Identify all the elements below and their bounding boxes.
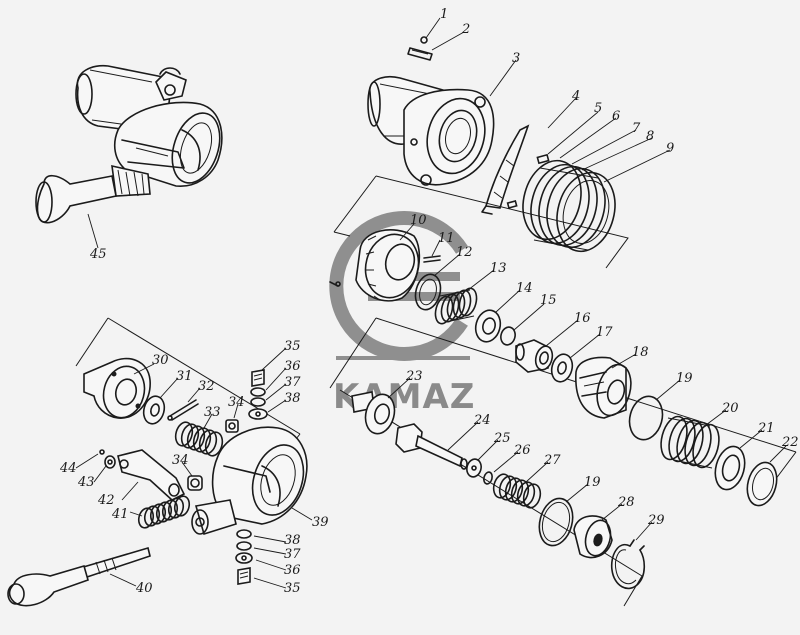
part-19-seal-ring-lower: [538, 497, 574, 547]
callout-2: 2: [461, 22, 470, 37]
part-33-spring: [174, 421, 224, 457]
part-27-spring: [492, 473, 542, 509]
callout-33: 33: [204, 405, 221, 420]
callout-14: 14: [516, 281, 533, 296]
callout-16: 16: [574, 311, 591, 326]
part-42-lever: [117, 449, 186, 501]
part-29-circlip: [610, 539, 646, 590]
part-39-housing: [191, 426, 308, 536]
part-10-collar: [329, 229, 421, 302]
callout-13: 13: [490, 261, 507, 276]
callout-32: 32: [198, 379, 215, 394]
part-45-assembled-valve: [35, 64, 223, 224]
part-14-washer: [474, 309, 502, 343]
callout-3: 3: [512, 51, 520, 66]
callout-8: 8: [646, 129, 654, 144]
part-5-pin: [506, 153, 550, 209]
group-frame-upper: [333, 175, 629, 269]
callout-19-lower: 19: [584, 475, 601, 490]
callout-45: 45: [89, 247, 107, 262]
callout-21: 21: [757, 421, 775, 436]
part-1-2-screw-washer: [407, 36, 433, 61]
callout-39: 39: [312, 515, 329, 530]
callout-44: 44: [59, 461, 77, 476]
callout-12: 12: [456, 245, 473, 260]
part-20-spring: [660, 415, 720, 469]
part-43-washer: [104, 455, 116, 469]
part-21-washer: [714, 445, 746, 491]
callout-43: 43: [77, 475, 95, 490]
part-11-pin: [423, 255, 441, 263]
callout-15: 15: [540, 293, 557, 308]
callout-1: 1: [440, 7, 448, 22]
part-41-spring: [137, 495, 191, 529]
callout-6: 6: [612, 109, 620, 124]
part-44-pin: [99, 449, 105, 455]
callout-28: 28: [617, 495, 635, 510]
callout-20: 20: [721, 401, 739, 416]
callout-7: 7: [632, 121, 641, 136]
callout-23: 23: [405, 369, 423, 384]
callout-5: 5: [594, 101, 602, 116]
part-16-sleeve: [515, 339, 554, 373]
part-32-pin: [167, 399, 199, 421]
part-3-cylinder-flange: [367, 76, 495, 186]
part-4-curved-plate: [481, 124, 530, 215]
part-23-seat: [351, 391, 396, 435]
callout-34-lower: 34: [172, 453, 189, 468]
part-17-washer: [550, 353, 574, 383]
callout-29: 29: [647, 513, 665, 528]
part-22-plate: [746, 461, 778, 507]
callout-24: 24: [473, 413, 491, 428]
callout-10: 10: [410, 213, 427, 228]
part-24-stem: [395, 423, 468, 470]
callout-36-upper: 36: [284, 359, 301, 374]
part-12-snap-ring: [414, 273, 442, 311]
callout-31: 31: [176, 369, 193, 384]
callout-17: 17: [596, 325, 613, 340]
callout-40: 40: [135, 581, 153, 596]
callout-18: 18: [632, 345, 649, 360]
callout-4: 4: [571, 89, 580, 104]
callout-35-lower: 35: [284, 581, 301, 596]
callout-37-lower: 37: [284, 547, 301, 562]
callout-9: 9: [666, 141, 674, 156]
part-26-ring: [483, 471, 493, 485]
part-34-bush-lower: [187, 475, 203, 491]
part-31-washer: [142, 395, 166, 425]
part-35-38-screw-stack-upper: [248, 369, 268, 420]
callout-38-upper: 38: [284, 391, 301, 406]
part-25-washer: [466, 458, 482, 478]
callout-38-lower: 38: [284, 533, 301, 548]
callout-35-upper: 35: [284, 339, 301, 354]
part-34-bush-upper: [225, 419, 239, 433]
part-30-cover: [83, 357, 151, 419]
callout-34-upper: 34: [228, 395, 245, 410]
callout-42: 42: [97, 493, 115, 508]
callout-41: 41: [111, 507, 129, 522]
callout-25: 25: [493, 431, 511, 446]
part-19-seal-ring: [628, 395, 664, 441]
callout-27: 27: [543, 453, 561, 468]
part-13-spring: [434, 287, 478, 325]
callout-37-upper: 37: [284, 375, 301, 390]
part-35-38-screw-stack-lower: [235, 529, 253, 585]
part-6-9-seal-rings: [522, 159, 616, 253]
callout-36-lower: 36: [284, 563, 301, 578]
callout-11: 11: [438, 231, 455, 246]
part-40-handle: [7, 546, 151, 607]
callout-30: 30: [152, 353, 169, 368]
part-18-piston: [575, 356, 632, 419]
part-28-valve-disc: [573, 515, 613, 559]
callout-22: 22: [781, 435, 799, 450]
callout-19-upper: 19: [676, 371, 693, 386]
callout-26: 26: [513, 443, 531, 458]
part-15-o-ring: [500, 326, 516, 346]
